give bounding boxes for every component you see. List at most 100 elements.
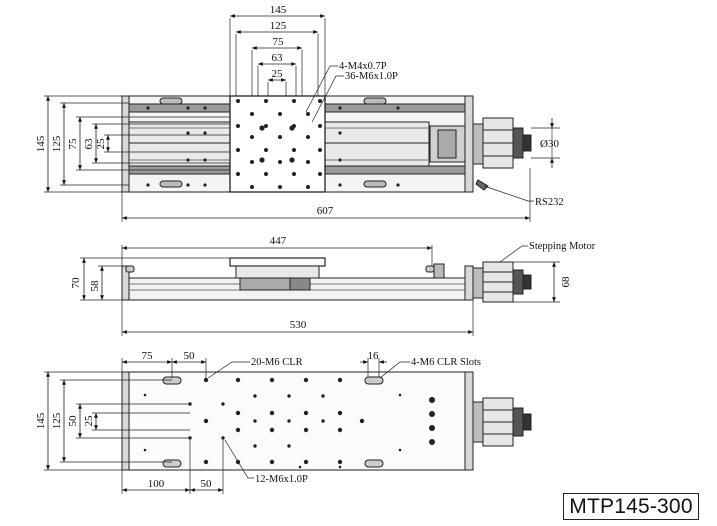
carriage-tap-hole bbox=[236, 124, 240, 128]
top-view bbox=[44, 14, 560, 222]
callout-20-m6-clr: 20-M6 CLR bbox=[251, 357, 303, 368]
base-hole bbox=[186, 183, 190, 187]
clr-hole bbox=[235, 377, 241, 383]
callout-stepping-motor: Stepping Motor bbox=[529, 241, 596, 252]
base-hole bbox=[203, 158, 207, 162]
carriage-tap-hole bbox=[250, 185, 254, 189]
clr-hole bbox=[303, 377, 309, 383]
clr-hole bbox=[203, 418, 209, 424]
motor-mount-hole bbox=[429, 439, 435, 445]
carriage-tap-hole bbox=[318, 99, 322, 103]
carriage-side bbox=[229, 257, 326, 267]
dim-75-left: 75 bbox=[67, 138, 79, 150]
base-hole bbox=[186, 106, 190, 110]
clr-hole bbox=[359, 418, 365, 424]
callout-4-m6-clr-slots: 4-M6 CLR Slots bbox=[411, 357, 481, 368]
base-hole bbox=[338, 131, 342, 135]
tap-hole bbox=[253, 394, 257, 398]
dim-dia30: Ø30 bbox=[540, 138, 559, 150]
side-view bbox=[80, 245, 560, 336]
dim-125-bottom-left: 125 bbox=[51, 412, 63, 429]
carriage-tap-hole bbox=[318, 124, 322, 128]
carriage-tap-hole bbox=[292, 172, 296, 176]
callout-36-m6: 36-M6x1.0P bbox=[345, 71, 398, 82]
base-hole bbox=[186, 158, 190, 162]
carriage-tap-hole bbox=[306, 112, 310, 116]
base-hole bbox=[396, 106, 400, 110]
dim-16: 16 bbox=[368, 350, 380, 362]
dim-63-top: 63 bbox=[272, 52, 284, 64]
carriage-tap-hole bbox=[278, 185, 282, 189]
bottom-base bbox=[128, 371, 466, 471]
small-hole bbox=[143, 393, 147, 397]
carriage-tap-hole bbox=[278, 160, 282, 164]
clr-hole bbox=[337, 410, 343, 416]
dim-75-top: 75 bbox=[273, 36, 285, 48]
carriage-m4-hole bbox=[289, 157, 295, 163]
base-hole bbox=[146, 183, 150, 187]
tap-hole bbox=[321, 394, 325, 398]
dim-125-left: 125 bbox=[51, 135, 63, 152]
small-hole bbox=[398, 448, 402, 452]
dim-607: 607 bbox=[317, 205, 334, 217]
carriage-tap-hole bbox=[306, 135, 310, 139]
motor-mount-hole bbox=[429, 411, 435, 417]
carriage-tap-hole bbox=[236, 148, 240, 152]
dim-125-top: 125 bbox=[270, 20, 287, 32]
clr-hole bbox=[303, 427, 309, 433]
base-hole bbox=[338, 158, 342, 162]
base-hole bbox=[338, 106, 342, 110]
tap-hole bbox=[287, 394, 291, 398]
tap-hole bbox=[287, 444, 291, 448]
clr-hole bbox=[337, 459, 343, 465]
top-view-holes bbox=[146, 99, 400, 189]
carriage-m4-hole bbox=[259, 157, 265, 163]
stepping-motor-top bbox=[472, 117, 532, 169]
tap-hole bbox=[321, 419, 325, 423]
carriage-tap-hole bbox=[292, 99, 296, 103]
base-hole bbox=[203, 106, 207, 110]
model-number: MTP145-300 bbox=[563, 493, 699, 520]
tap-hole bbox=[188, 402, 192, 406]
carriage-tap-hole bbox=[264, 148, 268, 152]
carriage-tap-hole bbox=[250, 160, 254, 164]
dim-25-bottom-left: 25 bbox=[83, 415, 95, 427]
clr-hole bbox=[303, 459, 309, 465]
dim-68: 68 bbox=[560, 276, 572, 288]
callout-12-m6: 12-M6x1.0P bbox=[255, 474, 308, 485]
dim-50-bottom-left: 50 bbox=[67, 415, 79, 427]
carriage-tap-hole bbox=[264, 124, 268, 128]
tap-hole bbox=[253, 419, 257, 423]
dim-145-bottom-left: 145 bbox=[35, 412, 47, 429]
carriage-tap-hole bbox=[236, 172, 240, 176]
bottom-view bbox=[44, 358, 532, 494]
dim-75-bottom: 75 bbox=[142, 350, 154, 362]
dim-70: 70 bbox=[70, 277, 82, 289]
carriage-tap-hole bbox=[250, 135, 254, 139]
dim-100: 100 bbox=[148, 478, 165, 490]
small-hole bbox=[298, 465, 302, 469]
tap-hole bbox=[287, 419, 291, 423]
stepping-motor-side bbox=[472, 261, 532, 303]
clr-hole bbox=[269, 427, 275, 433]
carriage-tap-hole bbox=[278, 135, 282, 139]
carriage-tap-hole bbox=[306, 160, 310, 164]
motor-mount-hole bbox=[429, 425, 435, 431]
dim-63-left: 63 bbox=[83, 138, 95, 150]
tap-hole bbox=[221, 436, 225, 440]
base-hole bbox=[338, 183, 342, 187]
clr-hole bbox=[269, 377, 275, 383]
base-hole bbox=[396, 183, 400, 187]
clr-hole bbox=[235, 459, 241, 465]
clr-hole bbox=[269, 459, 275, 465]
dim-145-top: 145 bbox=[270, 4, 287, 16]
clr-hole bbox=[235, 410, 241, 416]
carriage-tap-hole bbox=[250, 112, 254, 116]
carriage-tap-hole bbox=[264, 172, 268, 176]
dim-50-bottom-top: 50 bbox=[184, 350, 196, 362]
carriage-tap-hole bbox=[306, 185, 310, 189]
clr-hole bbox=[337, 377, 343, 383]
small-hole bbox=[338, 465, 342, 469]
clr-hole bbox=[235, 427, 241, 433]
carriage-tap-hole bbox=[278, 112, 282, 116]
